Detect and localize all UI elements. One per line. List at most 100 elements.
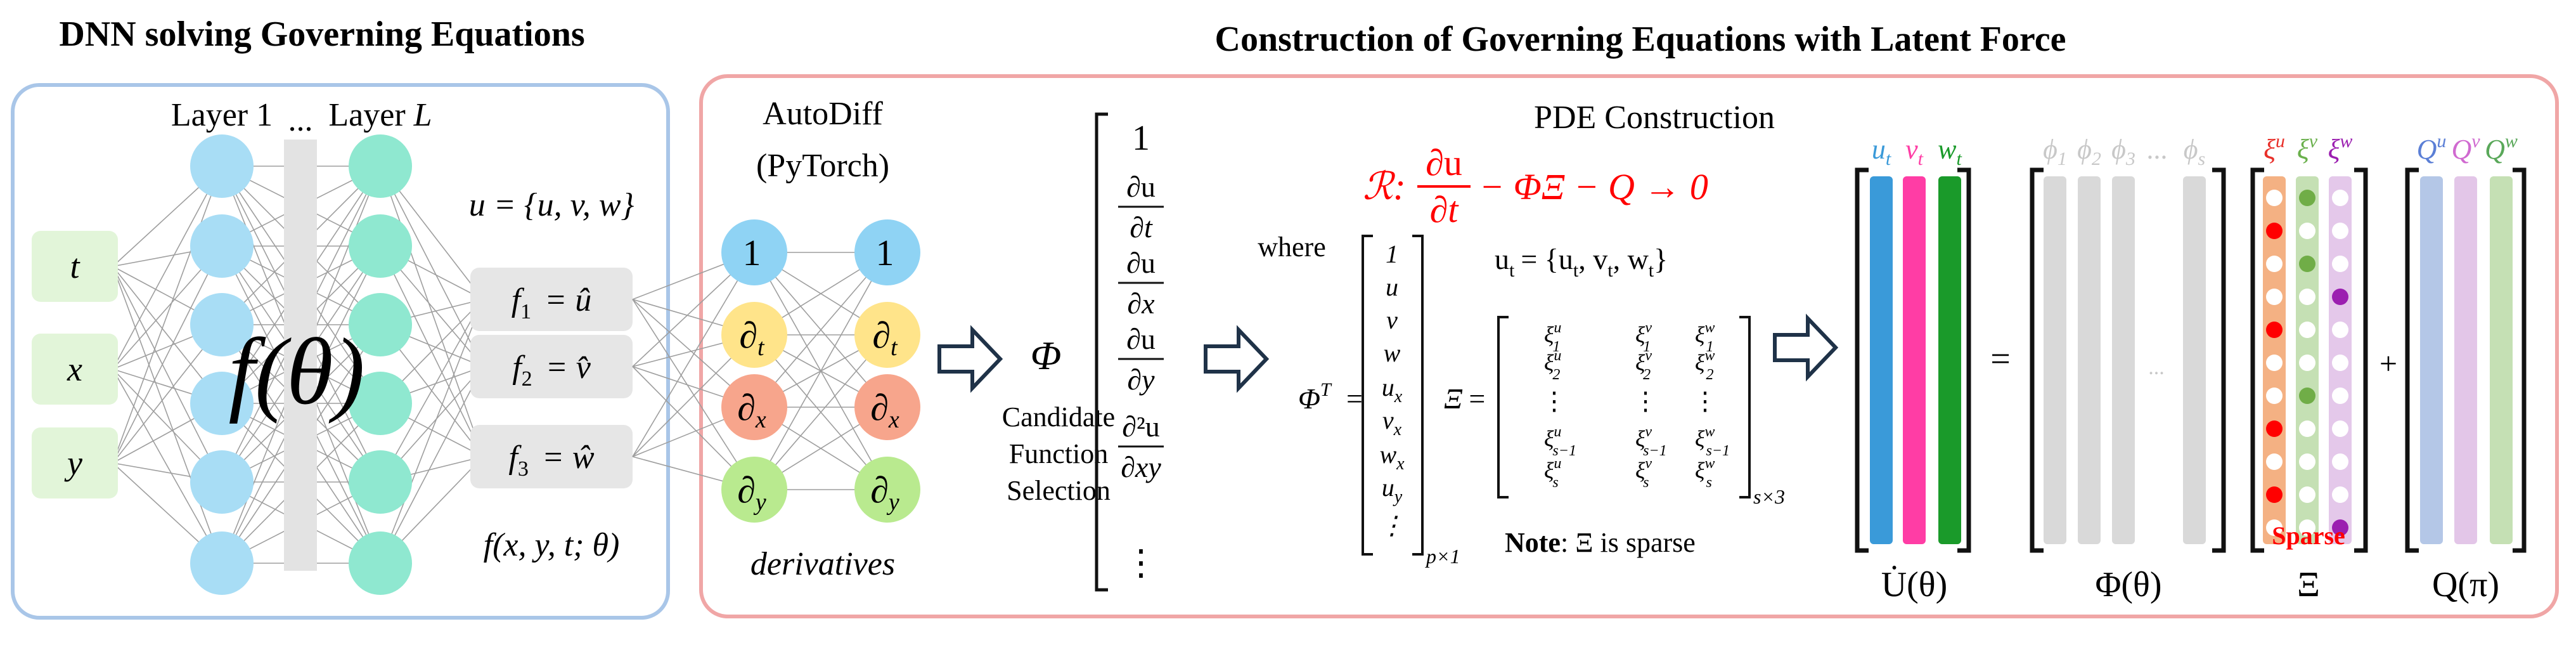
xi-zero-dot [2332, 223, 2348, 239]
autodiff-node-label: 1 [876, 232, 894, 273]
selection-label-line-2: Function [1009, 438, 1108, 469]
edge [112, 166, 222, 370]
xi-header-3-base: ξ [2328, 134, 2340, 165]
phi-entry-sub: x [1394, 387, 1403, 407]
xi-base: ξ [1695, 426, 1705, 452]
xi-zero-dot [2266, 256, 2283, 272]
xi-header-3-sup: w [2340, 131, 2352, 152]
phi-dots: ... [2148, 356, 2165, 379]
layer-l-variable: L [413, 97, 432, 133]
xi-matrix-left-bracket [1497, 316, 1509, 498]
output-sub: 2 [522, 367, 532, 391]
q-header-3-base: Q [2485, 134, 2505, 165]
xi-base: ξ [1544, 426, 1554, 452]
u-column-2 [1903, 176, 1926, 544]
xi-eq: = [1469, 382, 1485, 415]
phi-column-2 [2078, 176, 2101, 544]
edge [380, 299, 484, 564]
input-label-t: t [70, 247, 80, 285]
xi-zero-dot [2299, 223, 2315, 239]
edge [112, 266, 222, 483]
ut-set-sep-1: , v [1578, 243, 1607, 275]
autodiff-node-2-2 [854, 302, 920, 368]
xi-sub: 1 [1552, 339, 1560, 355]
ut-set-close: } [1654, 243, 1668, 275]
autodiff-edges [632, 252, 888, 490]
right-panel-frame [699, 74, 2559, 618]
phi-header-3-base: ϕ [2111, 134, 2126, 165]
u-column-3 [1938, 176, 1961, 544]
candidate-denominator: ∂t [1130, 211, 1153, 244]
xi-zero-dot [2299, 486, 2315, 503]
arrow-pde-to-matrices [1773, 313, 1839, 382]
selection-label-line-3: Selection [1007, 475, 1111, 506]
q-column-1 [2420, 176, 2443, 544]
xi-header-1-sup: u [2276, 131, 2285, 152]
residual-tail: − ΦΞ − Q → 0 [1479, 166, 1708, 207]
u-matrix-right-bracket [1957, 167, 1971, 553]
candidate-1: 1 [1132, 119, 1150, 158]
edge [754, 252, 888, 408]
phi-header-5: ϕs [2184, 134, 2205, 169]
xi-zero-dot [2299, 453, 2315, 470]
plus-sign: + [2380, 346, 2397, 381]
edge [380, 166, 484, 367]
pde-title: PDE Construction [1534, 100, 1775, 136]
xi-vdots: ⋮ [1542, 387, 1567, 415]
xi-header-1-base: ξ [2264, 134, 2276, 165]
phi-header-2-sub: 2 [2092, 148, 2101, 169]
phi-column-4 [2183, 176, 2206, 544]
xi-sup: u [1554, 455, 1561, 472]
autodiff-op: ∂ [737, 387, 756, 428]
phi-matrix-left-bracket [2030, 167, 2044, 553]
ut-set-label: ut= {ut, vt, wt} [1495, 243, 1668, 281]
phi-vector-left-bracket [1362, 235, 1373, 556]
q-matrix-right-bracket [2513, 167, 2527, 553]
layer-l-node-2 [349, 214, 412, 278]
u-header-3-sub: t [1957, 148, 1962, 169]
phi-entry-base: w [1384, 339, 1401, 367]
q-header-3-sup: w [2505, 131, 2518, 152]
phi-header-5-base: ϕ [2184, 134, 2198, 165]
autodiff-node-label: ∂x [737, 387, 766, 433]
autodiff-subtitle: (PyTorch) [756, 148, 889, 184]
u-column-1 [1870, 176, 1893, 544]
residual-numerator: ∂u [1426, 142, 1462, 183]
q-header-1-sup: u [2437, 131, 2446, 152]
xi-zero-dot [2332, 190, 2348, 206]
phi-entry-6: vx [1382, 406, 1402, 440]
right-panel-title: Construction of Governing Equations with… [1215, 20, 2066, 59]
xi-sub: 2 [1643, 367, 1651, 383]
xi-sup: u [1554, 320, 1561, 336]
output-label-2: f2 = v̂ [512, 349, 591, 391]
xi-active-dot [2299, 388, 2315, 404]
xi-sup: u [1554, 348, 1561, 364]
layer-1-node-3 [190, 293, 254, 356]
xi-active-dot [2266, 420, 2283, 437]
derivatives-label: derivatives [750, 546, 895, 582]
autodiff-sub: y [753, 489, 766, 516]
candidate-ellipsis: ⋮ [1123, 544, 1159, 583]
phi-header-3-sub: 3 [2125, 148, 2135, 169]
autodiff-node-1-1 [721, 219, 787, 285]
u-header-1-base: u [1872, 134, 1886, 165]
q-matrix-left-bracket [2405, 167, 2419, 553]
phi-entry-base: v [1386, 306, 1398, 334]
phi-entry-8: uy [1382, 473, 1403, 507]
layer-1-node-4 [190, 372, 254, 435]
phi-transpose-base: Φ [1298, 382, 1320, 415]
autodiff-sub: x [755, 407, 766, 433]
function-signature: f(x, y, t; θ) [484, 527, 620, 563]
autodiff-node-label: ∂x [870, 387, 899, 433]
sparse-label: Sparse [2272, 521, 2345, 550]
phi-entry-5: ux [1382, 373, 1403, 407]
xi-zero-dot [2332, 355, 2348, 371]
autodiff-sub: t [757, 334, 765, 361]
phi-entry-3: v [1386, 306, 1398, 334]
xi-base: ξ [1695, 322, 1705, 348]
phi-entry-sub: x [1396, 454, 1405, 474]
